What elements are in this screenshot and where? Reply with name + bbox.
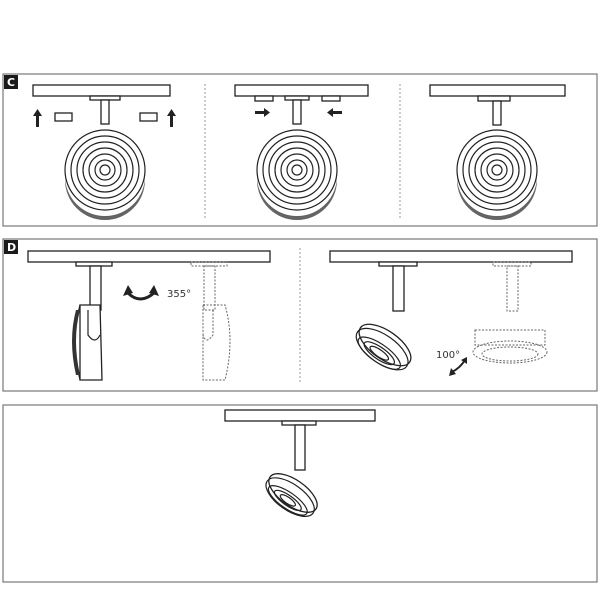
- step-c-label: C: [7, 76, 15, 89]
- step-c3-spotlight: [429, 84, 566, 221]
- final-frame: [2, 404, 598, 583]
- arrow-up-icon: [167, 109, 176, 127]
- step-c-panel: C: [2, 73, 598, 227]
- step-d-frame: [2, 238, 598, 392]
- adapter-clip: [139, 112, 158, 122]
- adapter-clip: [54, 112, 73, 122]
- final-spotlight: [224, 409, 376, 517]
- rotation-angle-label: 355°: [167, 289, 191, 300]
- step-c2-spotlight: [234, 84, 369, 221]
- final-panel: [2, 404, 598, 583]
- tilt-angle-label: 100°: [436, 350, 460, 361]
- arrow-left-icon: [327, 108, 342, 117]
- rotate-arrow-icon: [123, 285, 159, 301]
- rotation-spotlight: 355°: [27, 250, 271, 381]
- tilt-arrow-icon: [449, 357, 467, 376]
- tilt-spotlight: 100°: [329, 250, 573, 376]
- step-c1-spotlight: [32, 84, 176, 221]
- step-d-panel: D 355°: [2, 238, 598, 392]
- arrow-up-icon: [33, 109, 42, 127]
- arrow-right-icon: [255, 108, 270, 117]
- step-c-badge: [4, 75, 18, 89]
- step-c-frame: [2, 73, 598, 227]
- step-d-badge: [4, 240, 18, 254]
- step-d-label: D: [7, 241, 16, 254]
